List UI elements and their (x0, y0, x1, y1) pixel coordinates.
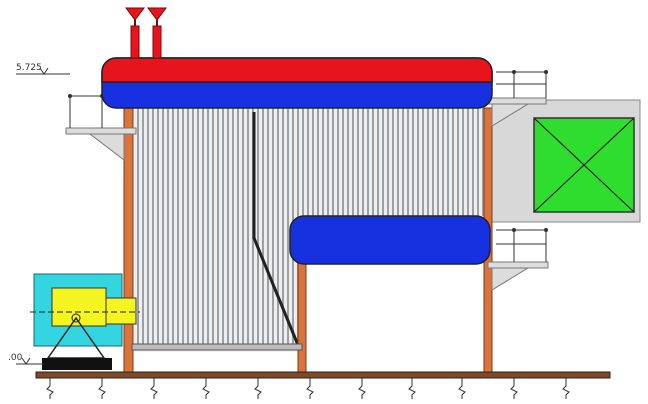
anchor-bolt (510, 378, 518, 399)
anchor-bolt (458, 378, 466, 399)
elevation-marker-upper: 5.725 (16, 63, 70, 75)
base-beam (35, 371, 611, 379)
anchor-bolt (408, 378, 416, 399)
baffle-wall (252, 112, 302, 351)
burner (30, 273, 140, 370)
anchor-bolt (46, 378, 54, 399)
elevation-label-upper: 5.725 (16, 63, 42, 73)
anchor-bolt (358, 378, 366, 399)
steam-drum (101, 57, 493, 109)
water-drum (289, 215, 491, 265)
left-platform (65, 94, 137, 162)
anchor-bolt (202, 378, 210, 399)
elevation-marker-ground: .00 (8, 353, 44, 365)
economizer (533, 117, 635, 213)
anchor-bolt (150, 378, 158, 399)
steam-outlet-icon (125, 7, 167, 59)
anchor-bolt (254, 378, 262, 399)
right-platform-lower (487, 228, 549, 291)
foundation-anchors (46, 378, 570, 399)
anchor-bolt (562, 378, 570, 399)
elevation-label-ground: .00 (8, 353, 23, 363)
furnace-opening (300, 264, 486, 374)
anchor-bolt (98, 378, 106, 399)
anchor-bolt (306, 378, 314, 399)
